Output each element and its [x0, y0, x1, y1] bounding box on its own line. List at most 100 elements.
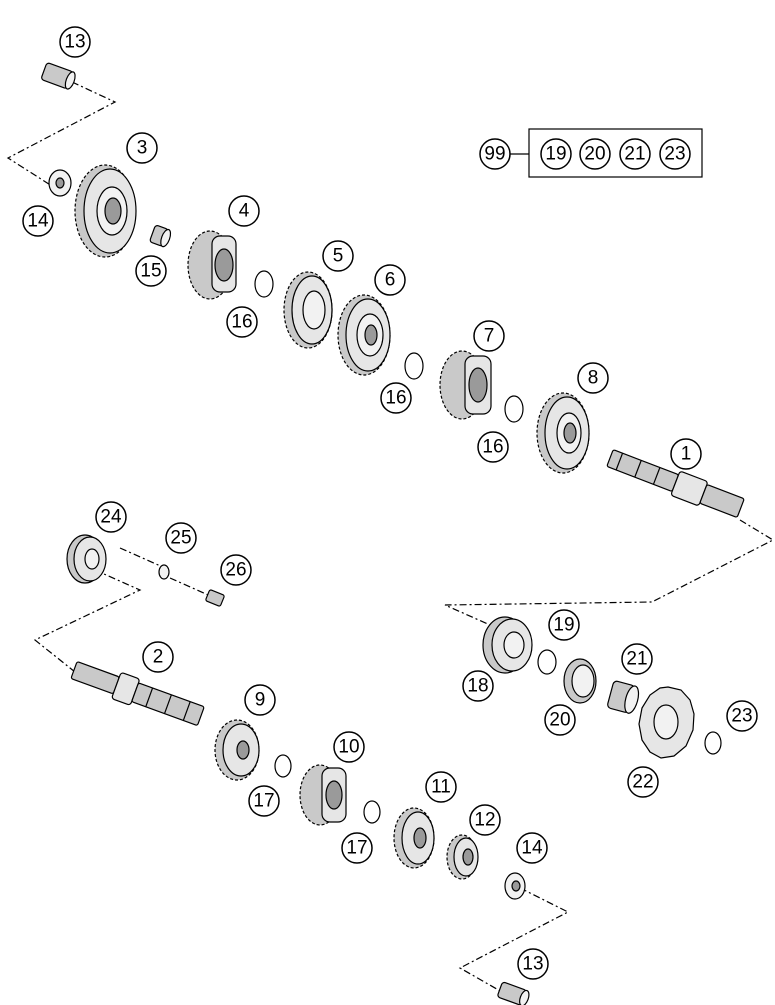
- svg-text:18: 18: [467, 676, 488, 697]
- svg-text:10: 10: [338, 737, 359, 758]
- circlip-16-c: [504, 395, 524, 423]
- gear-8: [536, 392, 590, 474]
- kit-item-23: 23: [659, 138, 691, 170]
- callout-16-c: 16: [477, 431, 509, 463]
- svg-text:8: 8: [588, 368, 599, 389]
- circlip-17-b: [363, 800, 381, 824]
- callout-6: 6: [374, 264, 406, 296]
- gear-3: [74, 164, 137, 258]
- kit-item-21: 21: [619, 138, 651, 170]
- sprocket-22: [638, 686, 695, 759]
- svg-text:2: 2: [153, 647, 164, 668]
- svg-text:25: 25: [170, 528, 191, 549]
- circlip-23: [704, 731, 722, 755]
- callout-15: 15: [135, 255, 167, 287]
- svg-text:20: 20: [549, 710, 570, 731]
- svg-text:21: 21: [624, 144, 645, 165]
- callout-17-a: 17: [248, 785, 280, 817]
- spacer-21: [607, 680, 640, 714]
- svg-text:24: 24: [100, 507, 122, 528]
- callout-8: 8: [577, 362, 609, 394]
- callout-19: 19: [548, 609, 580, 641]
- callout-25: 25: [165, 522, 197, 554]
- callout-13-bottom: 13: [517, 948, 549, 980]
- svg-text:14: 14: [521, 838, 543, 859]
- bearing-18: [482, 616, 533, 674]
- washer-14-top: [48, 169, 72, 197]
- gear-9: [214, 719, 260, 781]
- callout-24: 24: [95, 501, 127, 533]
- svg-text:16: 16: [231, 312, 252, 333]
- callout-20: 20: [544, 704, 576, 736]
- svg-text:16: 16: [385, 388, 406, 409]
- kit-item-19: 19: [540, 138, 572, 170]
- callout-14-bottom: 14: [516, 832, 548, 864]
- circlip-16-b: [404, 352, 424, 380]
- shaft-seal-20: [563, 658, 597, 704]
- gear-6: [337, 294, 391, 376]
- gear-11: [393, 807, 435, 869]
- svg-text:9: 9: [255, 690, 266, 711]
- svg-text:21: 21: [626, 649, 647, 670]
- main-shaft-1: [606, 449, 745, 518]
- svg-text:17: 17: [253, 791, 274, 812]
- callout-10: 10: [333, 731, 365, 763]
- callout-17-b: 17: [341, 832, 373, 864]
- callout-11: 11: [425, 771, 457, 803]
- callout-5: 5: [322, 240, 354, 272]
- svg-text:17: 17: [346, 838, 367, 859]
- svg-text:12: 12: [474, 810, 495, 831]
- svg-text:3: 3: [137, 138, 148, 159]
- circlip-17-a: [274, 754, 292, 778]
- gear-10: [299, 764, 347, 826]
- needle-bearing-13-bottom: [497, 981, 530, 1005]
- svg-text:14: 14: [27, 211, 49, 232]
- countershaft-2: [70, 661, 205, 726]
- svg-text:13: 13: [522, 954, 543, 975]
- svg-text:19: 19: [553, 615, 574, 636]
- svg-text:4: 4: [239, 201, 250, 222]
- circlip-16-a: [254, 270, 274, 298]
- callout-3: 3: [126, 132, 158, 164]
- gear-12: [446, 834, 479, 880]
- svg-text:23: 23: [664, 144, 685, 165]
- svg-text:19: 19: [545, 144, 566, 165]
- callout-1: 1: [670, 438, 702, 470]
- svg-text:7: 7: [484, 326, 495, 347]
- callout-2: 2: [142, 641, 174, 673]
- kit-item-20: 20: [579, 138, 611, 170]
- o-ring-19: [537, 649, 557, 675]
- svg-text:13: 13: [64, 32, 85, 53]
- washer-25: [158, 564, 170, 580]
- washer-14-bottom: [504, 872, 526, 900]
- callout-18: 18: [462, 670, 494, 702]
- callout-9: 9: [244, 684, 276, 716]
- needle-bearing-13-top: [41, 62, 76, 90]
- callout-12: 12: [469, 804, 501, 836]
- svg-text:22: 22: [632, 772, 653, 793]
- svg-text:11: 11: [431, 777, 451, 798]
- callout-14-top: 14: [22, 205, 54, 237]
- callout-16-b: 16: [380, 382, 412, 414]
- screw-26: [205, 589, 225, 607]
- svg-text:99: 99: [484, 144, 505, 165]
- callout-23: 23: [726, 700, 758, 732]
- callout-99: 99: [479, 138, 511, 170]
- bushing-15: [149, 225, 172, 248]
- callout-22: 22: [627, 766, 659, 798]
- callout-21: 21: [621, 643, 653, 675]
- callout-7: 7: [473, 320, 505, 352]
- svg-text:16: 16: [482, 437, 503, 458]
- svg-text:6: 6: [385, 270, 396, 291]
- svg-text:15: 15: [140, 261, 161, 282]
- callout-26: 26: [220, 554, 252, 586]
- svg-text:23: 23: [731, 706, 752, 727]
- callout-16-a: 16: [226, 306, 258, 338]
- callout-4: 4: [228, 195, 260, 227]
- gear-7: [439, 350, 492, 420]
- bearing-24: [66, 534, 107, 584]
- gear-4: [187, 230, 237, 300]
- svg-text:5: 5: [333, 246, 344, 267]
- callout-13-top: 13: [59, 26, 91, 58]
